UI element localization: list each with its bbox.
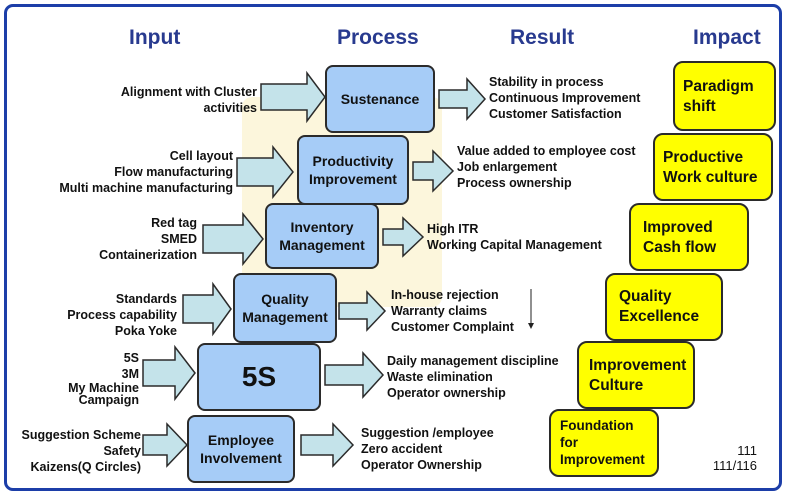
input-arrow-1 bbox=[260, 70, 326, 124]
input-arrow-4 bbox=[182, 281, 232, 337]
input-arrow-3 bbox=[202, 211, 264, 267]
result-arrow-2 bbox=[412, 149, 455, 193]
header-process: Process bbox=[337, 26, 419, 49]
input-arrow-2 bbox=[236, 144, 294, 200]
slide-frame: Input Process Result Impact bbox=[4, 4, 782, 491]
result-arrow-4 bbox=[338, 290, 387, 332]
process-sustenance: Sustenance bbox=[325, 65, 435, 133]
header-input: Input bbox=[129, 26, 181, 49]
header-result: Result bbox=[510, 26, 575, 49]
down-arrow-icon bbox=[528, 289, 534, 329]
result-arrow-3 bbox=[382, 216, 425, 258]
result-arrow-6 bbox=[300, 422, 355, 468]
input-arrow-6 bbox=[142, 422, 189, 468]
result-arrow-1 bbox=[438, 77, 487, 121]
arrows-layer bbox=[142, 70, 534, 468]
result-arrow-5 bbox=[324, 351, 385, 399]
input-arrow-5 bbox=[142, 344, 196, 402]
header-impact: Impact bbox=[693, 26, 761, 49]
process-5s: 5S bbox=[197, 343, 321, 411]
